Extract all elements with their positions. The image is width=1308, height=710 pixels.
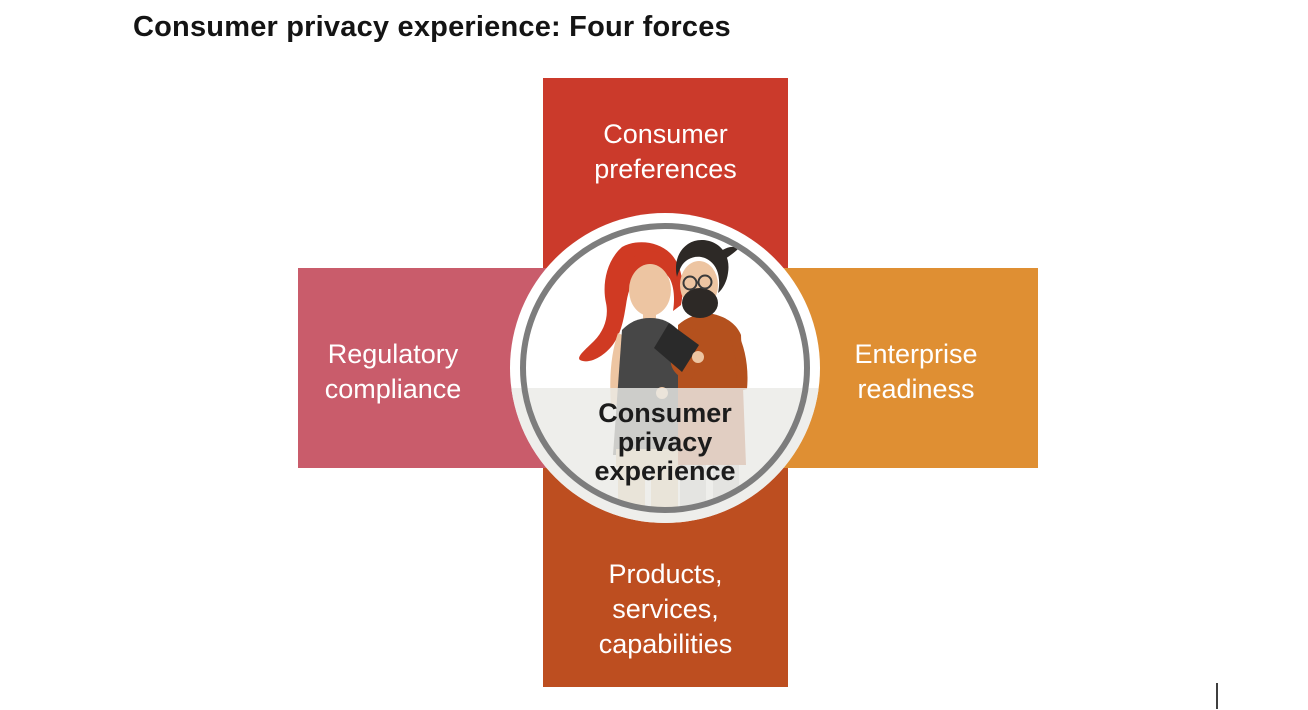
force-label-line: Consumer [603, 119, 728, 149]
force-label-line: capabilities [598, 629, 733, 659]
force-label-consumer-preferences: Consumer preferences [543, 117, 788, 187]
force-label-line: services, [612, 594, 719, 624]
force-label-products-services-capabilities: Products, services, capabilities [543, 557, 788, 662]
text-cursor [1216, 683, 1218, 709]
center-label-line: Consumer [598, 398, 732, 428]
center-label-line: experience [594, 456, 736, 486]
center-ring [520, 223, 810, 513]
center-label-line: privacy [617, 427, 713, 457]
center-label: Consumer privacy experience [510, 399, 820, 486]
force-label-line: readiness [857, 374, 975, 404]
force-label-line: compliance [324, 374, 462, 404]
force-label-regulatory-compliance: Regulatory compliance [293, 337, 493, 407]
force-label-line: preferences [594, 154, 737, 184]
page-title: Consumer privacy experience: Four forces [133, 11, 731, 43]
force-label-enterprise-readiness: Enterprise readiness [816, 337, 1016, 407]
center-circle: Consumer privacy experience [510, 213, 820, 523]
force-label-line: Regulatory [327, 339, 459, 369]
force-label-line: Products, [608, 559, 723, 589]
force-label-line: Enterprise [854, 339, 978, 369]
